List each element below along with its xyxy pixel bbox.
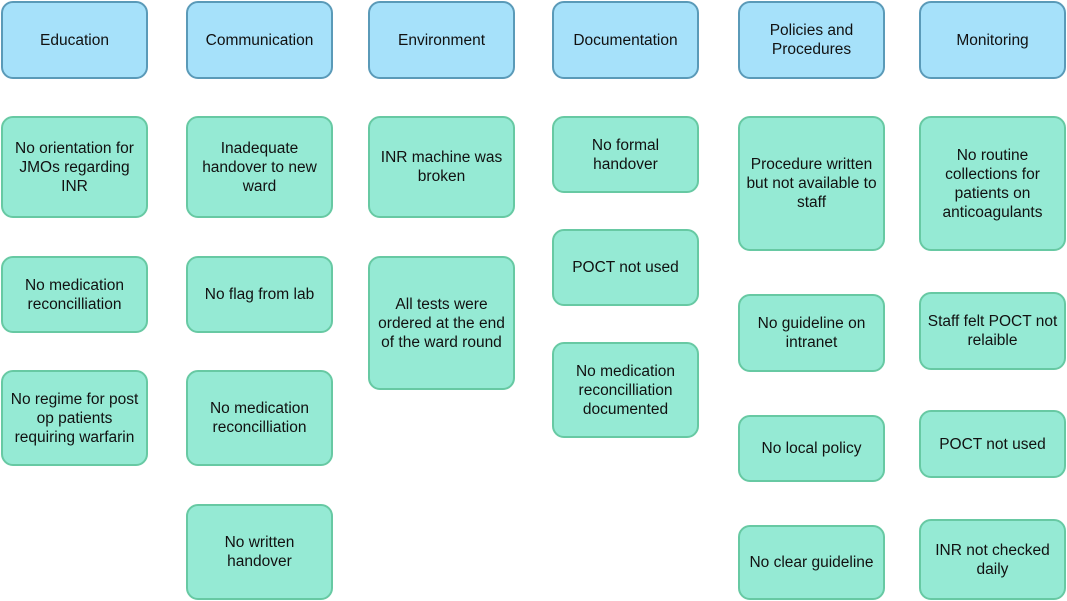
category-header-documentation: Documentation xyxy=(552,1,699,79)
cause-box: No medication reconcilliation documented xyxy=(552,342,699,438)
cause-box: No medication reconcilliation xyxy=(1,256,148,333)
cause-box: No regime for post op patients requiring… xyxy=(1,370,148,466)
cause-box: POCT not used xyxy=(919,410,1066,478)
cause-box: Staff felt POCT not relaible xyxy=(919,292,1066,370)
cause-box: No flag from lab xyxy=(186,256,333,333)
category-header-policies-and-procedures: Policies and Procedures xyxy=(738,1,885,79)
cause-box: POCT not used xyxy=(552,229,699,306)
cause-box: No clear guideline xyxy=(738,525,885,600)
cause-box: All tests were ordered at the end of the… xyxy=(368,256,515,390)
cause-box: Procedure written but not available to s… xyxy=(738,116,885,251)
category-header-education: Education xyxy=(1,1,148,79)
cause-box: Inadequate handover to new ward xyxy=(186,116,333,218)
category-header-environment: Environment xyxy=(368,1,515,79)
cause-box: No written handover xyxy=(186,504,333,600)
category-header-monitoring: Monitoring xyxy=(919,1,1066,79)
cause-box: No guideline on intranet xyxy=(738,294,885,372)
cause-box: No orientation for JMOs regarding INR xyxy=(1,116,148,218)
category-header-communication: Communication xyxy=(186,1,333,79)
cause-box: No formal handover xyxy=(552,116,699,193)
cause-box: INR not checked daily xyxy=(919,519,1066,600)
cause-box: No local policy xyxy=(738,415,885,482)
cause-box: No routine collections for patients on a… xyxy=(919,116,1066,251)
cause-box: INR machine was broken xyxy=(368,116,515,218)
cause-box: No medication reconcilliation xyxy=(186,370,333,466)
